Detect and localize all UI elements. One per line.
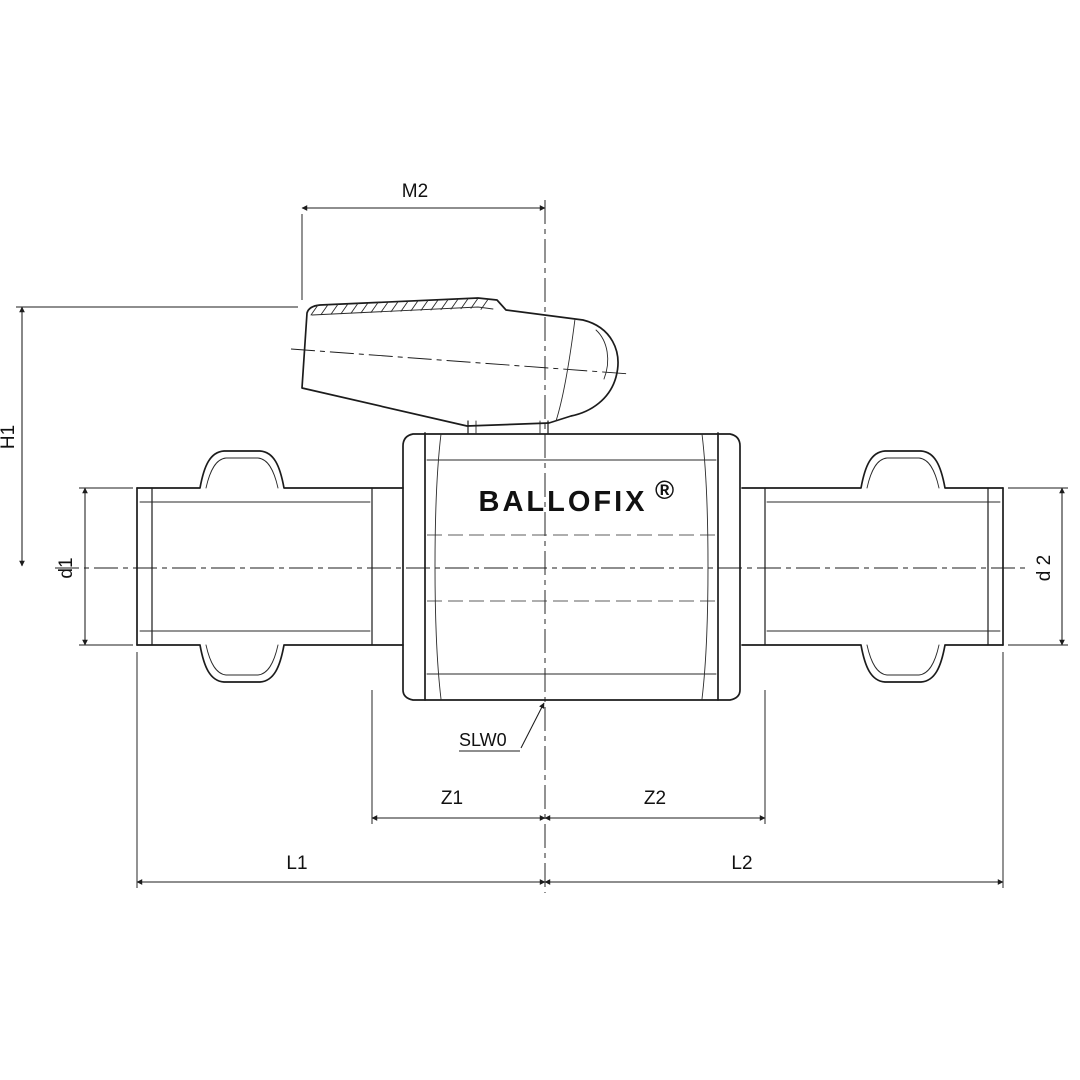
- brand-text: BALLOFIX: [479, 486, 648, 518]
- body-outer-outline: [402, 433, 741, 701]
- handle-grip-hatching: [310, 297, 489, 316]
- body-left-neck-curve: [434, 433, 442, 700]
- pipe-right: [741, 450, 1004, 683]
- dim-m2: M2: [301, 181, 546, 300]
- pipe-left-top-outline: [136, 450, 404, 489]
- label-z1: Z1: [441, 788, 463, 809]
- dim-l1: L1: [136, 652, 546, 888]
- dim-z2: Z2: [544, 690, 766, 824]
- pipe-left-bottom-outline: [136, 644, 404, 683]
- label-d1: d1: [56, 557, 77, 578]
- centerlines: [55, 200, 1025, 893]
- body-right-neck-curve: [701, 433, 709, 700]
- slw0-leader-line: [520, 702, 545, 749]
- label-l2: L2: [731, 853, 752, 874]
- label-l1: L1: [286, 853, 307, 874]
- handle-axis-centerline: [290, 348, 631, 375]
- dim-z1: Z1: [371, 690, 546, 824]
- label-z2: Z2: [644, 788, 666, 809]
- pipe-right-bead-inner-bottom: [866, 644, 940, 676]
- dim-d2: d 2: [1008, 487, 1068, 646]
- pipe-left-bead-inner-bottom: [205, 644, 279, 676]
- pipe-right-bead-inner-top: [866, 457, 940, 489]
- pipe-left-bead-inner-top: [205, 457, 279, 489]
- label-h1: H1: [0, 425, 19, 449]
- handle-outline: [301, 297, 619, 427]
- handle-thickness-line: [311, 306, 494, 316]
- handle-head-inner-arc: [595, 329, 609, 380]
- pipe-left: [136, 450, 404, 683]
- valve-handle: [301, 297, 619, 427]
- pipe-right-top-outline: [741, 450, 1004, 489]
- label-m2: M2: [402, 181, 428, 202]
- dim-l2: L2: [544, 652, 1004, 888]
- label-slw0: SLW0: [459, 730, 507, 750]
- dim-d1: d1: [56, 487, 133, 646]
- dim-h1: H1: [0, 306, 298, 567]
- leader-slw0: SLW0: [459, 702, 545, 752]
- valve-body: BALLOFIX ®: [402, 432, 741, 701]
- handle-head-boundary: [555, 318, 576, 422]
- label-d2: d 2: [1034, 555, 1055, 581]
- pipe-right-bottom-outline: [741, 644, 1004, 683]
- registered-trademark-symbol: ®: [655, 475, 674, 505]
